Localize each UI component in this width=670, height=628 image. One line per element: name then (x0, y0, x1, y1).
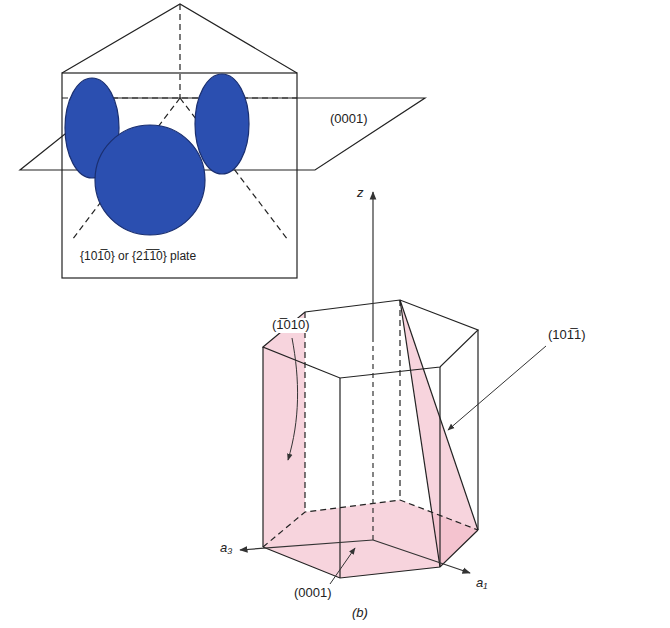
crystal-axes (240, 192, 470, 573)
hexagonal-prism (263, 300, 478, 578)
plane-label: (1̅010) (270, 318, 312, 333)
pink-planes (263, 300, 478, 578)
plane-label: (101̅1) (546, 328, 588, 343)
plane-label: (0001) (328, 112, 370, 127)
prism-outline (62, 4, 297, 278)
axis-label: a₃ (218, 541, 234, 556)
axis-label: z (355, 186, 366, 201)
axis-label: a₁ (474, 576, 489, 591)
leader-lines (288, 338, 546, 584)
panel-label: (b) (350, 606, 370, 621)
orbital-lobes (65, 74, 249, 235)
plane-label: (0001) (292, 586, 334, 601)
plane-label: {101̅0} or {21̅1̅0} plate (78, 250, 198, 264)
